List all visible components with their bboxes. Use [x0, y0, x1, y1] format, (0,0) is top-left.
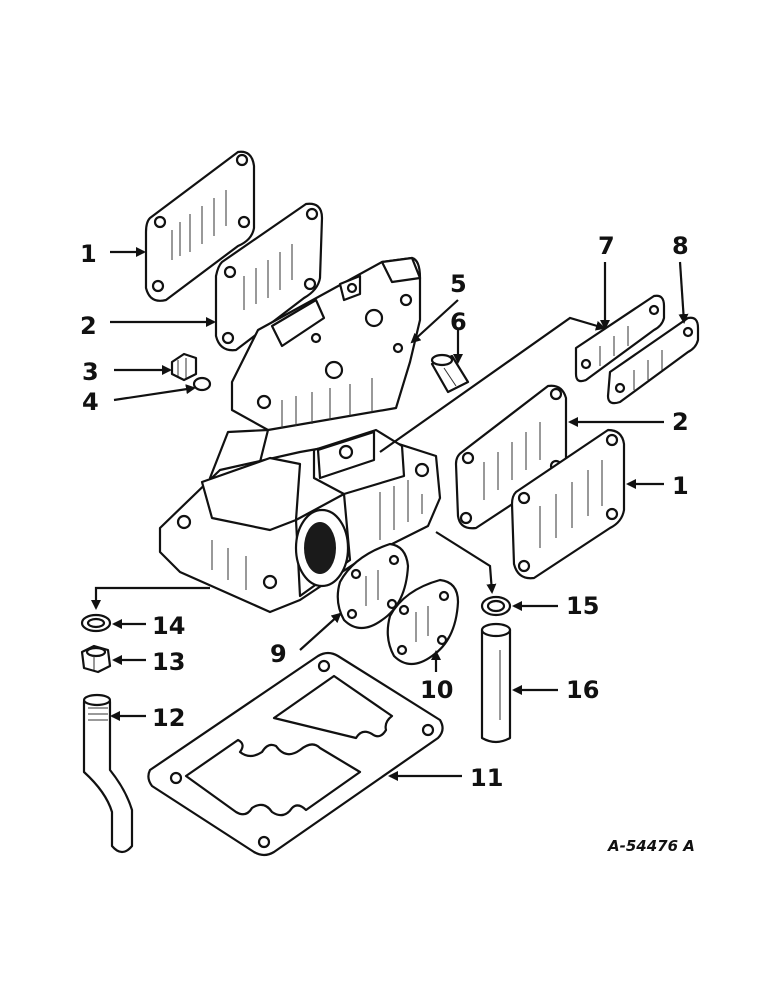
callout-10: 10 — [420, 676, 453, 704]
drawing-number: A-54476 A — [607, 837, 695, 855]
plug — [170, 352, 198, 382]
callout-3: 3 — [82, 358, 99, 386]
callout-7: 7 — [598, 232, 615, 260]
callout-11: 11 — [470, 764, 503, 792]
shim-plate — [574, 294, 666, 383]
o-ring-small — [192, 376, 212, 392]
cover-plate-small — [606, 316, 700, 405]
callout-5: 5 — [450, 270, 467, 298]
callout-8: 8 — [672, 232, 689, 260]
callout-9: 9 — [270, 640, 287, 668]
sleeve — [430, 353, 470, 394]
callout-14: 14 — [152, 612, 185, 640]
straight-tube — [480, 622, 512, 744]
callout-15: 15 — [566, 592, 599, 620]
callout-2-right: 2 — [672, 408, 689, 436]
cover-plate-left — [144, 150, 256, 302]
callout-4: 4 — [82, 388, 99, 416]
callout-16: 16 — [566, 676, 599, 704]
callout-1-right: 1 — [672, 472, 689, 500]
tube-bent — [82, 693, 134, 854]
leader-lines — [91, 247, 689, 781]
cover-plate-round — [386, 578, 460, 666]
cover-plate-right — [510, 428, 626, 580]
base-gasket — [147, 651, 444, 857]
hex-nut — [80, 644, 112, 674]
sealing-washer — [80, 613, 112, 633]
gasket-left — [214, 202, 324, 352]
callout-12: 12 — [152, 704, 185, 732]
callout-13: 13 — [152, 648, 185, 676]
callout-1-left: 1 — [80, 240, 97, 268]
snap-ring — [480, 595, 512, 617]
callout-6: 6 — [450, 308, 467, 336]
valve-housing — [158, 256, 442, 614]
callout-2-left: 2 — [80, 312, 97, 340]
gasket-round — [336, 542, 410, 630]
